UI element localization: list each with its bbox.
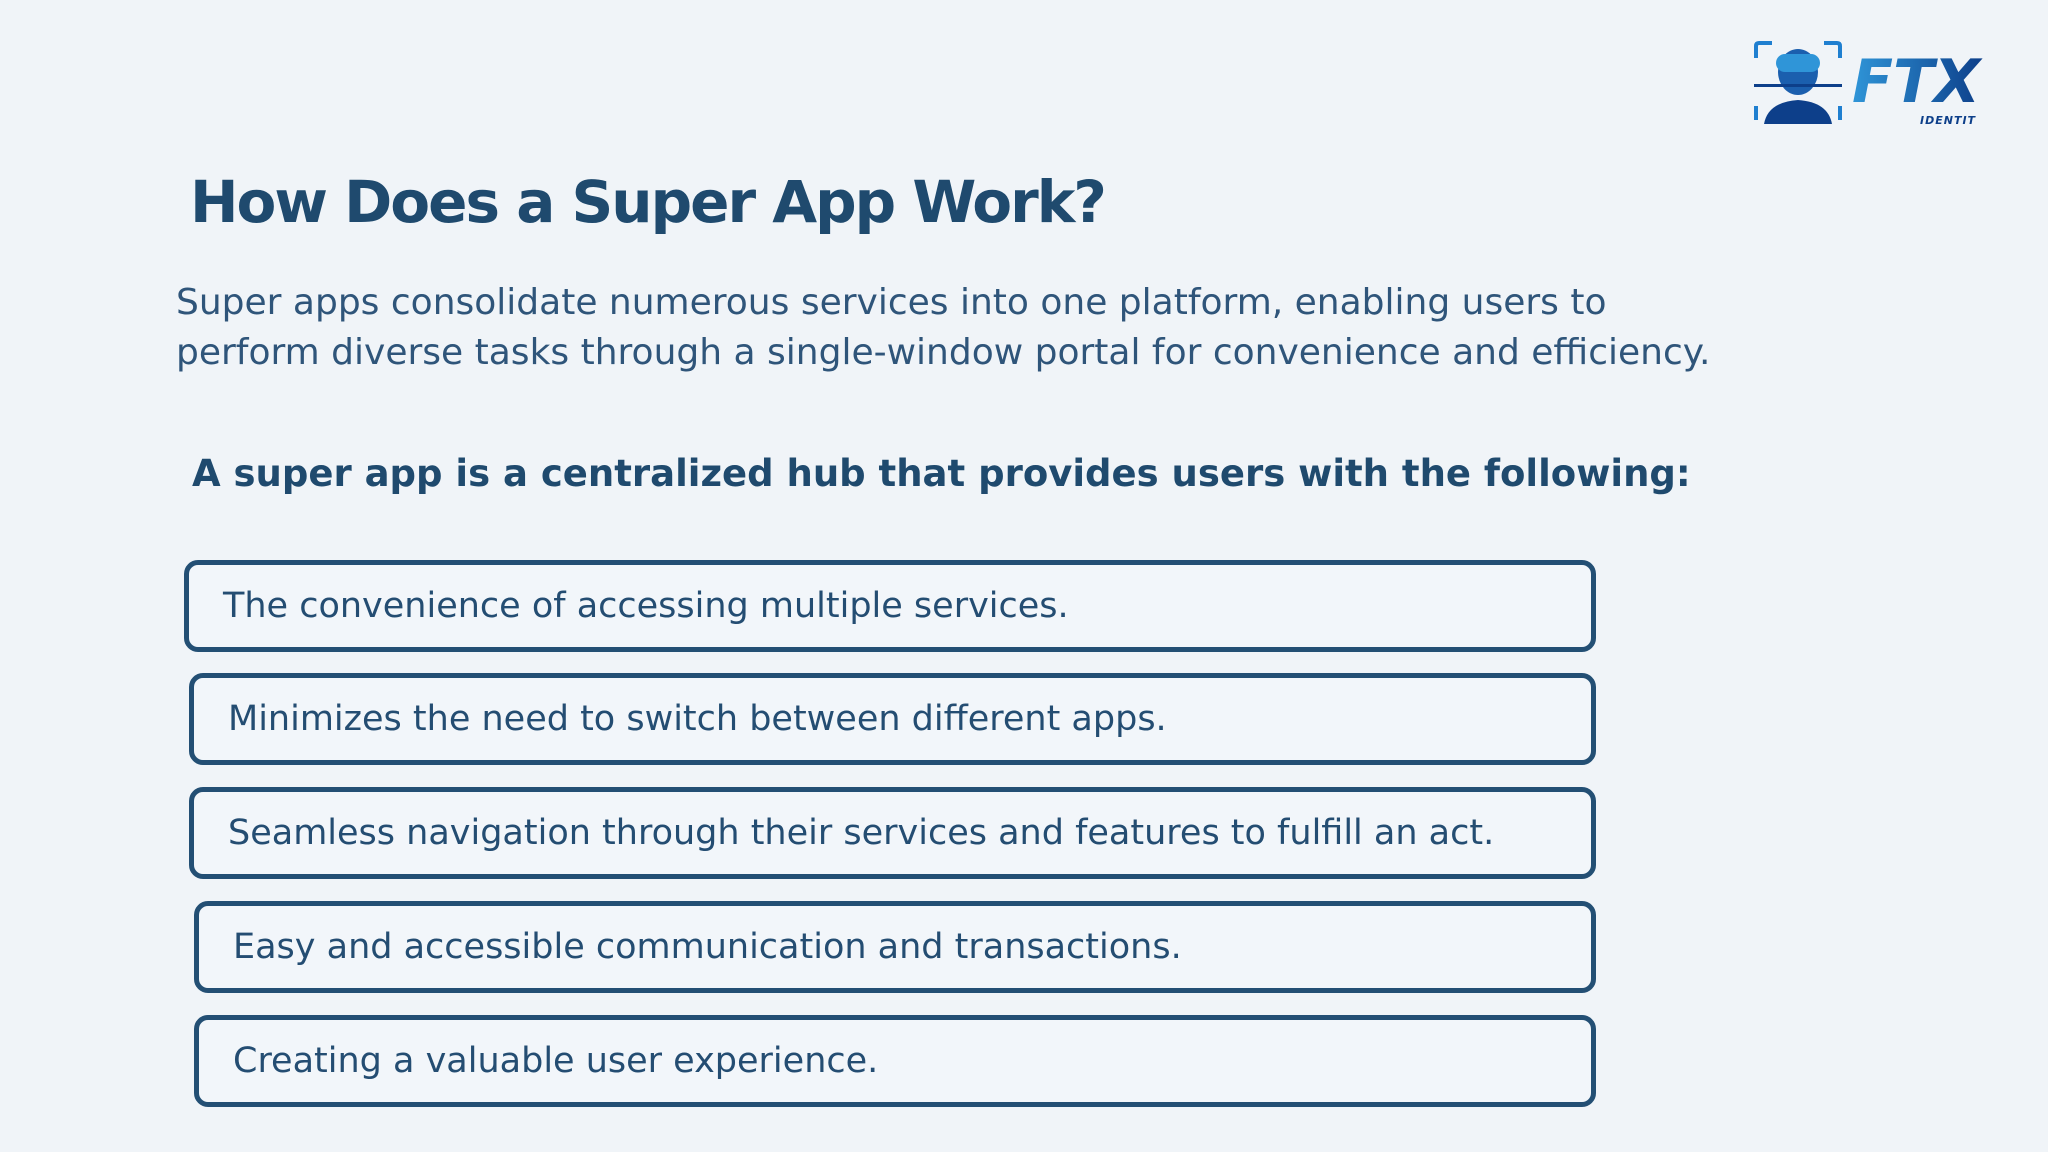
face-scan-icon: FTX IDENTIT [1754,41,1983,127]
logo-subtext: IDENTIT [1920,114,1977,126]
benefit-item-4: Easy and accessible communication and tr… [194,901,1596,993]
brand-logo: FTX IDENTIT [1752,40,1992,127]
page-title: How Does a Super App Work? [190,168,1107,236]
benefit-item-1: The convenience of accessing multiple se… [184,560,1596,652]
intro-line-2: perform diverse tasks through a single-w… [176,332,1711,373]
intro-line-1: Super apps consolidate numerous services… [176,282,1607,323]
benefit-item-3: Seamless navigation through their servic… [189,787,1596,879]
logo-text: FTX [1852,47,1983,117]
benefit-item-5: Creating a valuable user experience. [194,1015,1596,1107]
intro-paragraph: Super apps consolidate numerous services… [176,278,1896,378]
benefit-item-2: Minimizes the need to switch between dif… [189,673,1596,765]
benefits-heading: A super app is a centralized hub that pr… [192,452,1691,495]
